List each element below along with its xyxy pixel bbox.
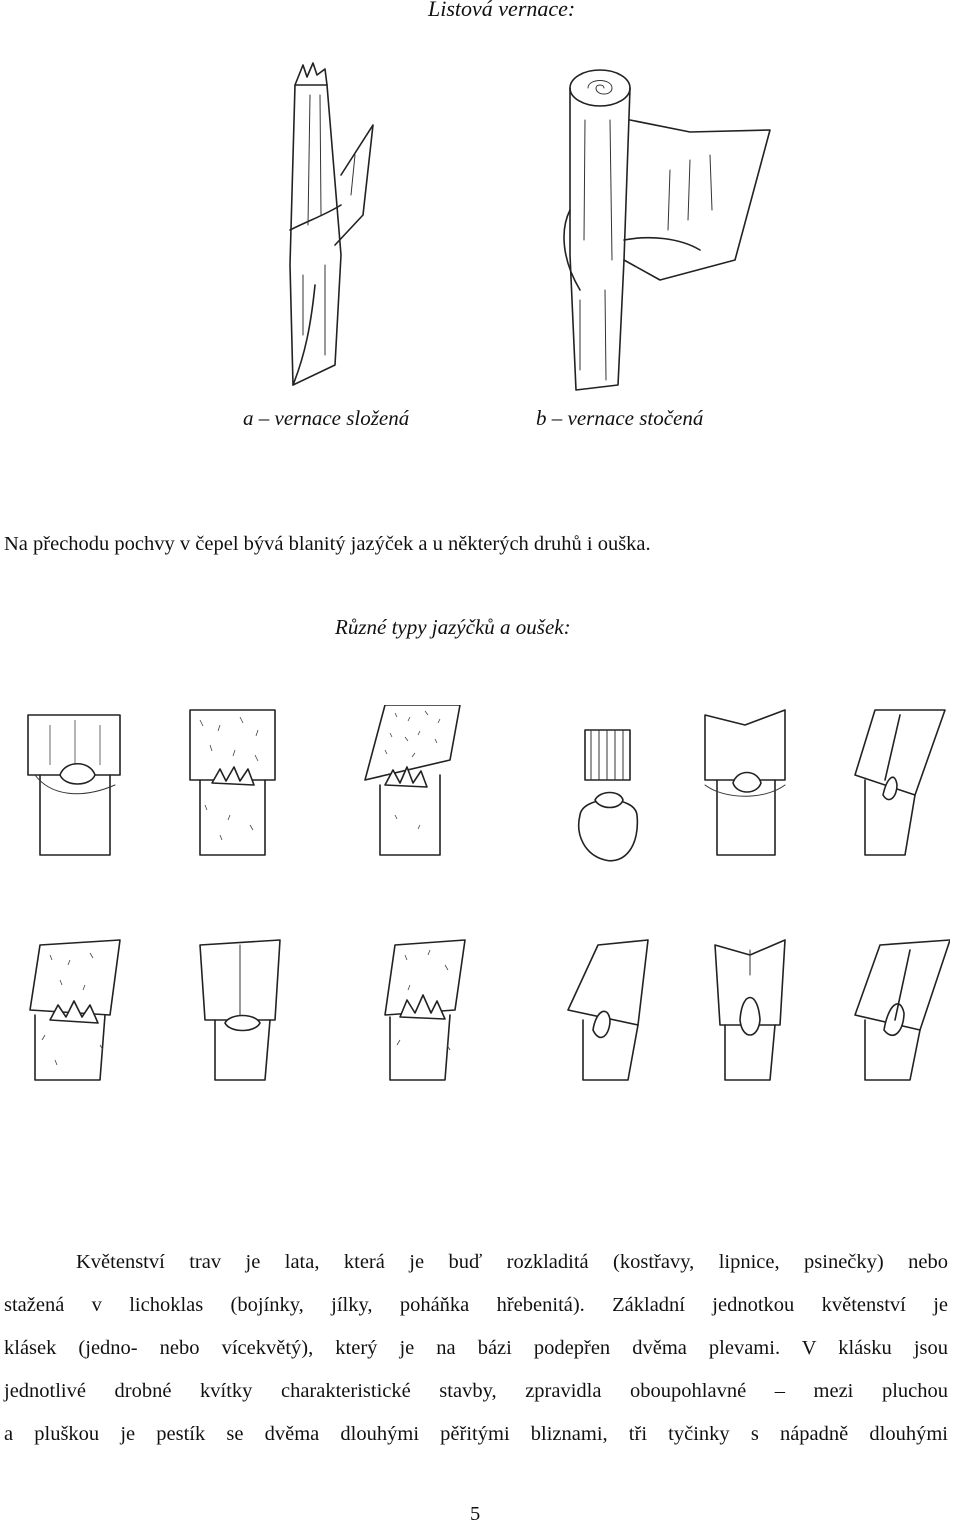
ligule-hairy-sheath	[189, 709, 276, 856]
paragraph-line-3: klásek (jedno- nebo vícekvětý), který je…	[4, 1337, 948, 1359]
ligule-figure-row-2	[20, 935, 950, 1095]
paragraph-line-5: a pluškou je pestík se dvěma dlouhými pě…	[4, 1423, 948, 1445]
ligule-hairy-collar	[384, 939, 466, 1081]
ligule-acute	[854, 939, 950, 1081]
paragraph-line-4: jednotlivé drobné kvítky charakteristick…	[4, 1380, 948, 1402]
paragraph-line-2: stažená v lichoklas (bojínky, jílky, poh…	[4, 1294, 948, 1316]
page-number: 5	[470, 1503, 481, 1525]
ligule-hairy-ring	[27, 714, 121, 856]
vernation-rolled-figure	[540, 60, 780, 395]
ligule-lanceolate	[714, 939, 786, 1081]
paragraph-line-1: Květenství trav je lata, která je buď ro…	[76, 1251, 948, 1273]
ligule-fringed	[578, 729, 639, 862]
ligule-long-open	[567, 939, 649, 1081]
caption-a: a – vernace složená	[243, 406, 410, 430]
ligule-hairy-auricle	[29, 939, 121, 1081]
ligule-figure-row-1	[20, 705, 950, 885]
intro-sentence: Na přechodu pochvy v čepel bývá blanitý …	[4, 533, 651, 555]
ligule-smooth	[199, 939, 281, 1081]
caption-b: b – vernace stočená	[536, 406, 704, 430]
ligule-membrane	[704, 709, 786, 856]
ligule-pointed	[854, 709, 946, 856]
ligule-title: Různé typy jazýčků a oušek:	[335, 615, 571, 639]
section-heading: Listová vernace:	[428, 0, 576, 21]
ligule-dense-hairy	[364, 705, 461, 856]
vernation-folded-figure	[255, 55, 375, 395]
